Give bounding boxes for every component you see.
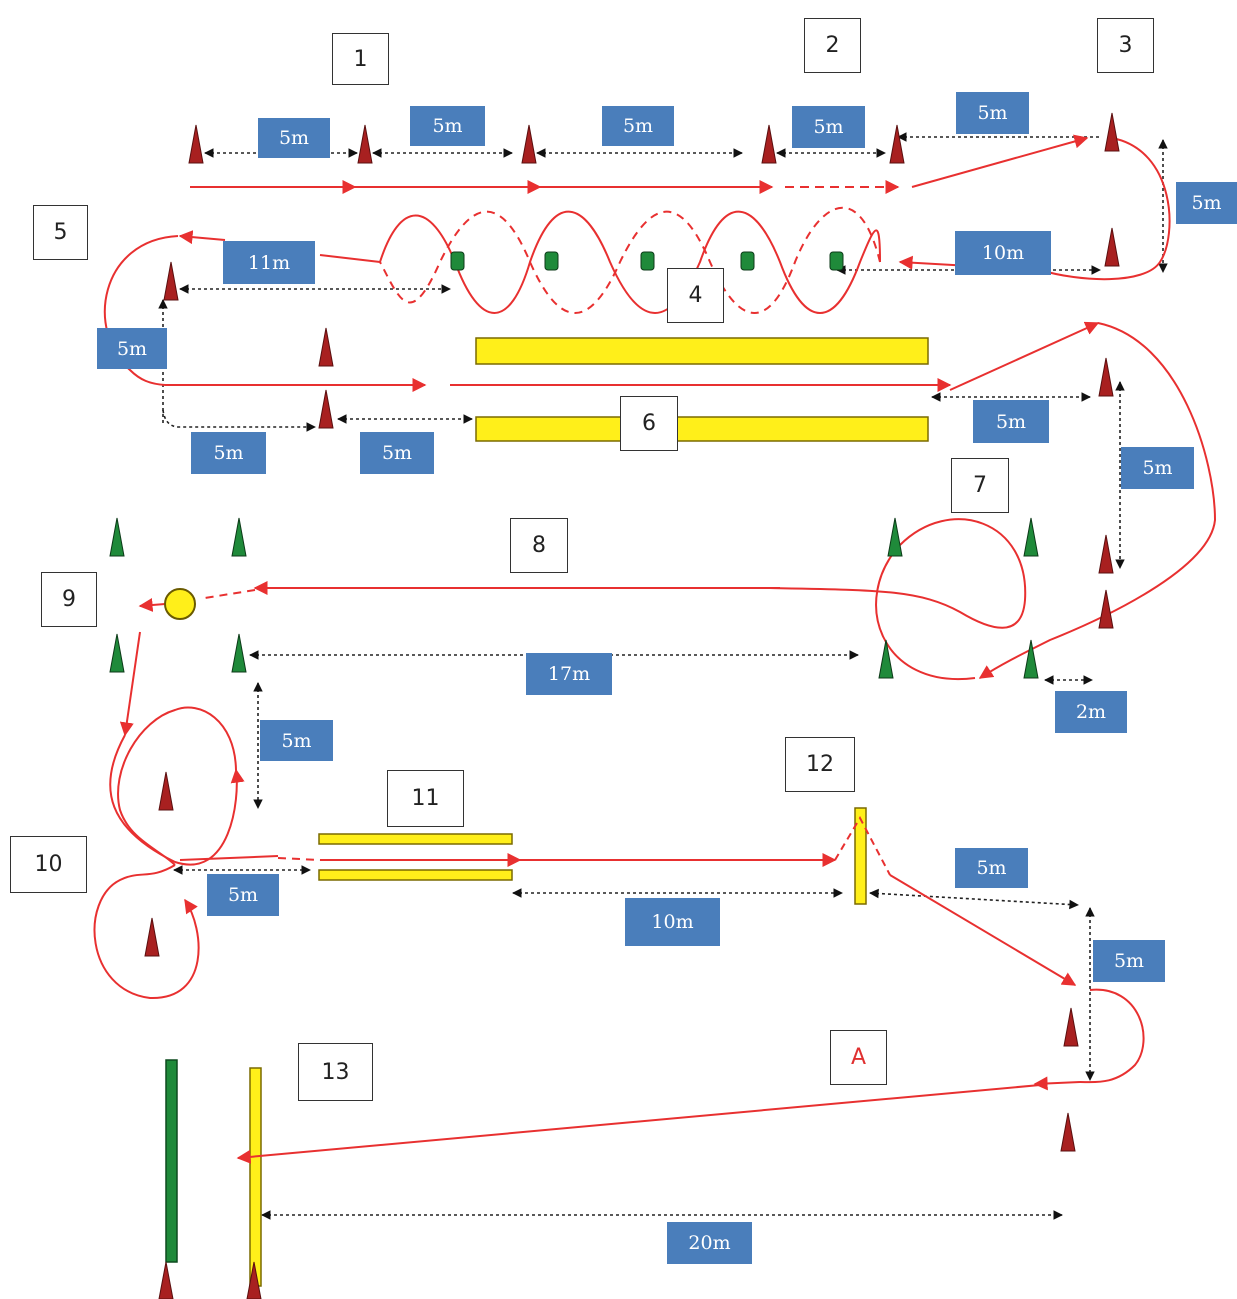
station-a-label: A [830, 1030, 887, 1085]
ball [164, 588, 196, 620]
station-1-label: 1 [332, 33, 389, 85]
distance-label: 5m [260, 720, 333, 761]
distance-label: 10m [955, 231, 1051, 275]
distance-label: 5m [792, 106, 865, 148]
distance-label: 5m [360, 432, 434, 474]
station-4-label: 4 [667, 268, 724, 323]
route-path [93, 134, 1217, 1164]
pole-station-12 [854, 807, 867, 905]
distance-label: 5m [97, 328, 167, 369]
distance-label: 5m [955, 848, 1028, 888]
distance-label: 5m [410, 106, 485, 146]
distance-label: 5m [602, 106, 674, 146]
distance-label: 5m [1176, 182, 1237, 224]
narrow-beam-lower [318, 869, 513, 881]
yellow-bars [249, 337, 929, 1287]
station-10-label: 10 [10, 836, 87, 893]
station-7-label: 7 [951, 458, 1009, 513]
distance-label: 5m [191, 432, 266, 474]
hurdle-bar-upper [475, 337, 929, 365]
distance-label: 20m [667, 1222, 752, 1264]
hurdle-bar-lower [475, 416, 929, 442]
station-5-label: 5 [33, 205, 88, 260]
station-11-label: 11 [387, 770, 464, 827]
station-9-label: 9 [41, 572, 97, 627]
distance-label: 5m [973, 400, 1049, 443]
distance-label: 10m [625, 898, 720, 946]
distance-label: 2m [1055, 691, 1127, 733]
distance-label: 5m [1093, 940, 1165, 982]
red-cones [144, 112, 1120, 1299]
station-3-label: 3 [1097, 18, 1154, 73]
distance-label: 5m [258, 118, 330, 158]
station-8-label: 8 [510, 518, 568, 573]
distance-label: 17m [526, 653, 612, 695]
distance-label: 5m [956, 92, 1029, 134]
distance-label: 11m [223, 241, 315, 284]
narrow-beam-upper [318, 833, 513, 845]
station-6-label: 6 [620, 396, 678, 451]
distance-label: 5m [1121, 447, 1194, 489]
green-cones [109, 517, 1039, 679]
finish-pole-green [165, 1059, 178, 1263]
distance-label: 5m [207, 874, 279, 916]
station-12-label: 12 [785, 737, 855, 792]
station-13-label: 13 [298, 1043, 373, 1101]
slalom-markers [450, 251, 844, 271]
finish-pole-yellow [249, 1067, 262, 1287]
station-2-label: 2 [804, 18, 861, 73]
